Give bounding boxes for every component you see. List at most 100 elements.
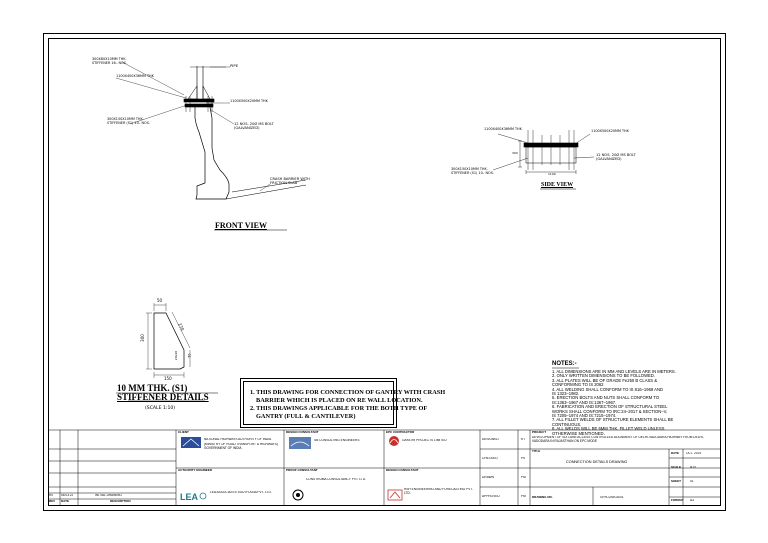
front-view-geometry — [115, 61, 307, 231]
stiffener-dim-notch: 20x20 — [174, 350, 179, 361]
pc-name: CONSTRUMA CONSULTANCY PVT. LTD. — [306, 478, 366, 481]
notes-item: IS 1323–1982. — [552, 391, 580, 397]
logo-lea-icon: LEA — [180, 492, 207, 502]
role-drawn-init: PM — [521, 476, 526, 479]
pc-label: PROOF CONSULTANT — [286, 469, 318, 472]
dcon-name: RSH ENGINEERING AND FORECASTING PVT. LTD… — [404, 488, 473, 495]
role-approved: APPROVED — [482, 495, 500, 498]
notes-item: CONFORMING TO IS 2062 — [552, 382, 604, 388]
rev-date: 08.03.23 — [61, 494, 74, 497]
contractor-label: EPC CONTRACTOR — [386, 431, 415, 434]
drawing-frame — [48, 38, 721, 506]
format-label: FORMAT — [671, 499, 684, 502]
project-label: PROJECT — [532, 431, 547, 434]
dcon-label: DESIGN CONSULTANT — [386, 469, 419, 472]
rev-value: R0 — [49, 494, 54, 497]
date-header: DATE — [61, 500, 69, 503]
stiffener-dim-top: 50 — [157, 298, 163, 303]
sheet-label: SHEET — [671, 480, 682, 483]
notes-item: 7. ALL FILLET WELDS OF STRUCTURE ELEMENT… — [552, 417, 674, 423]
notes-item: 4. ALL WELDING SHALL CONFORM TO IS 816–1… — [552, 386, 664, 392]
scope-note-line: 1. THIS DRAWING FOR CONNECTION OF GANTRY… — [250, 389, 446, 396]
client-label: CLIENT — [178, 431, 189, 434]
stiffener-dim-right: 50 — [187, 353, 192, 358]
scale-value: NTS — [690, 466, 697, 469]
notes-item: 1. ALL DIMENSIONS ARE IN MM AND LEVELS A… — [552, 369, 676, 374]
front-callout-bolts: 12 NOS. 20Ø MS BOLT (GALVANIZED) — [234, 122, 274, 131]
notes-item: IS 7205–1974 AND IS:7215–1974. — [552, 413, 617, 419]
client-name: NATIONAL HIGHWAYS AUTHORITY OF INDIA — [204, 438, 272, 441]
notes-heading: NOTES:- — [552, 361, 577, 367]
notes-item: 3. ALL PLATES WILL BE OF GRADE Fe250 B C… — [552, 377, 658, 383]
side-callout-stiffener-s1: 300X150X10MM THK. STIFFENER (S1) 10– NOS… — [451, 167, 494, 175]
dc-name: SB CONSULTING ENGINEERS — [314, 439, 360, 442]
project-name: DEVELOPMENT OF SIX LANE ACCESS CONTROLLE… — [532, 436, 704, 443]
logo-construma-icon — [292, 489, 304, 501]
role-approved-init: PM — [521, 495, 526, 498]
date-label: DATE — [671, 452, 679, 455]
notes-item: WORKS SHALL CONFORM TO IRC:24–2017 & SEC… — [552, 408, 668, 414]
front-callout-stiffener-s1: 300X150X10MM THK. STIFFENER (S1) 10– NOS… — [107, 117, 150, 125]
notes-item: IS:1363–1967 AND IS:1367–1967. — [552, 399, 617, 405]
client-sub: (MINISTRY OF ROAD TRANSPORT & HIGHWAYS) … — [204, 443, 278, 450]
title-block-grid — [48, 429, 721, 506]
scope-note-line: 2. THIS DRAWINGS APPLICABLE FOR THE BOTH… — [250, 405, 428, 412]
side-view-geometry — [492, 130, 595, 190]
notes-item: CONTINUOUS. — [552, 421, 582, 427]
stiffener-title-line1: 10 MM THK. (S1) — [117, 383, 188, 393]
logo-gayatri-icon — [389, 436, 399, 446]
drawing-no-label: DRAWING NO. — [532, 496, 553, 499]
scope-note-line: GANTRY (FULL & CANTILEVER) — [256, 413, 356, 420]
logo-rsh-icon — [387, 489, 403, 501]
notes-item: OTHERWISE MENTIONED. — [552, 430, 605, 436]
dc-label: DESIGN CONSULTANT — [286, 431, 319, 434]
scope-note-line: BARRIER WHICH IS PLACED ON RE WALL LOCAT… — [256, 397, 423, 404]
ae-label: AUTHORITY ENGINEER — [178, 469, 212, 472]
front-callout-pipe: PIPE — [230, 63, 239, 68]
front-callout-stiffener-top: 300X80X10MM THK. STIFFENER 16– NOS. — [92, 57, 127, 65]
logo-sb-icon — [289, 437, 311, 449]
role-checked: CHECKED — [482, 457, 498, 460]
notes-item: 8. ALL WELDS WILL BE 6MM THK. FILLET WEL… — [552, 426, 665, 432]
side-callout-plate-top: 1100X400X36MM THK — [484, 127, 522, 131]
role-designed: DESIGNED — [482, 438, 499, 441]
format-value: A3 — [690, 499, 694, 502]
date-value: OCT. 2023 — [686, 452, 702, 455]
rev-header: REV — [49, 500, 56, 503]
stiffener-dim-left: 300 — [139, 334, 145, 342]
stiffener-title-line2: STIFFENER DETAILS — [117, 392, 209, 402]
stiffener-detail-geometry — [116, 303, 218, 402]
description-header: DESCRIPTION — [110, 500, 131, 503]
side-callout-plate-mid: 1100X500X20MM THK — [591, 129, 629, 133]
ae-name: LEA ASSOCIATES SOUTH ASIA PVT. LTD. — [210, 491, 272, 494]
notes-item: 2. ONLY WRITTEN DIMENSIONS TO BE FOLLOWE… — [552, 373, 655, 379]
side-dim-300: 300 — [512, 151, 518, 155]
notes-list: 1. ALL DIMENSIONS ARE IN MM AND LEVELS A… — [552, 369, 712, 436]
front-callout-plate-mid: 1100X500X20MM THK — [230, 99, 268, 103]
side-dim-1100: 1100 — [548, 172, 556, 176]
drawing-title: CONNECTION DETAILS DRAWING — [566, 460, 628, 464]
contractor-name: GAYATRI PROJECTS LIMITED — [402, 439, 447, 442]
stiffener-dim-bottom: 150 — [164, 376, 172, 381]
rev-description: INITIAL DRAWING — [95, 494, 122, 497]
notes-item: 6. FABRICATION AND ERECTION OF STRUCTURA… — [552, 404, 668, 410]
drawing-no-value: GP/ICON/GD/01 — [600, 496, 624, 499]
side-callout-bolts: 12 NOS. 20Ø MS BOLT (GALVANIZED) — [596, 153, 636, 162]
sheet-value: 01 — [690, 480, 694, 483]
front-callout-barrier: CRASH BARRIER WITH FRICTION SLAB — [270, 177, 310, 186]
role-drawn: DRAWN — [482, 476, 494, 479]
notes-item: 5. ERECTION BOLTS AND NUTS SHALL CONFORM… — [552, 395, 660, 401]
sheet-border — [43, 33, 726, 511]
svg-text:LEA: LEA — [180, 492, 199, 502]
logo-nhai-icon — [181, 437, 201, 448]
role-checked-init: PK — [521, 457, 526, 460]
front-callout-plate-top: 1100X400X36MM THK — [116, 74, 154, 78]
title-label: TITLE — [532, 450, 541, 453]
side-view-title: SIDE VIEW — [541, 182, 574, 188]
front-view-title: FRONT VIEW — [215, 221, 267, 230]
stiffener-scale: (SCALE 1:10) — [145, 406, 176, 411]
scale-label: SCALE — [671, 466, 682, 469]
scope-notes-box: 1. THIS DRAWING FOR CONNECTION OF GANTRY… — [240, 378, 445, 428]
